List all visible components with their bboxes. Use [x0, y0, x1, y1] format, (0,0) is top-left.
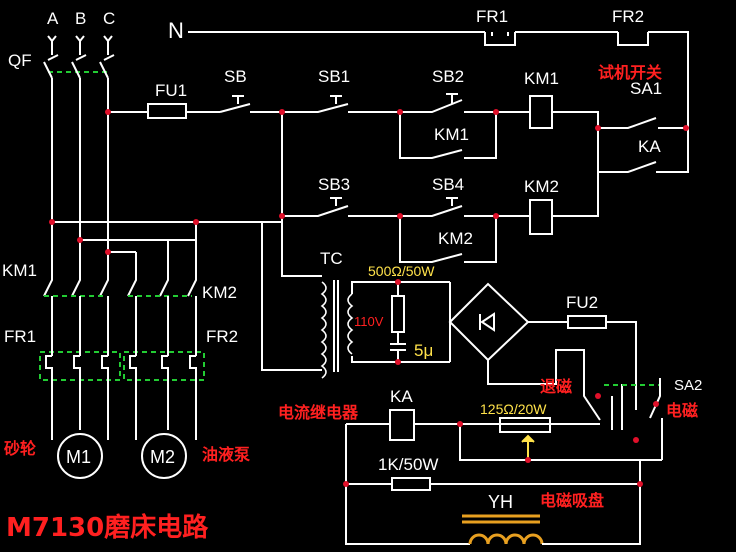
control-branch-km1: FU1 SB SB1 SB2 KM1 KM1 SA1 KA	[108, 67, 686, 173]
m1-label: M1	[66, 447, 91, 467]
snubber-resistor	[391, 295, 405, 333]
m2-label: M2	[150, 447, 175, 467]
junction-dots	[49, 109, 689, 487]
phase-a-label: A	[47, 9, 59, 28]
km1-coil-label: KM1	[524, 69, 559, 88]
sa2-label: SA2	[674, 377, 702, 394]
phase-b-label: B	[75, 9, 86, 28]
qf-label: QF	[8, 51, 32, 70]
three-phase-supply: A B C QF	[8, 9, 115, 258]
fr2-main-label: FR2	[206, 327, 238, 346]
magnetize-label: 电磁	[666, 401, 698, 420]
ka-top-label: KA	[638, 137, 661, 156]
m2-motor	[141, 433, 187, 479]
fr1-main-label: FR1	[4, 327, 36, 346]
sb1-label: SB1	[318, 67, 350, 86]
sb4-label: SB4	[432, 175, 464, 194]
demag-label: 退磁	[540, 377, 572, 396]
ka-coil-label: KA	[390, 387, 413, 406]
km2-coil-label: KM2	[524, 177, 559, 196]
sa1-label: SA1	[630, 79, 662, 98]
km2-coil	[529, 199, 553, 235]
motor-power-circuit: KM1 KM2 FR1 FR2 M1 M2 砂轮 油液泵	[2, 221, 282, 479]
fu1-fuse	[147, 103, 187, 119]
pump-label: 油液泵	[202, 445, 250, 464]
chuck-circuit: KA 电流继电器 125Ω/20W 1K/50W YH 电磁吸盘	[278, 387, 662, 545]
km1-main-label: KM1	[2, 261, 37, 280]
cap-label: 5μ	[414, 341, 433, 360]
fr2-nc-contact	[617, 32, 649, 46]
fr2-top-label: FR2	[612, 7, 644, 26]
ka-coil	[389, 409, 415, 441]
fr1-nc-contact	[484, 32, 516, 46]
page-title: M7130磨床电路	[6, 512, 209, 543]
volt-label: 110V	[354, 314, 384, 329]
fu2-fuse	[567, 315, 607, 329]
sb3-label: SB3	[318, 175, 350, 194]
sb-label: SB	[224, 67, 247, 86]
m1-motor	[57, 433, 103, 479]
rheostat-label: 125Ω/20W	[480, 401, 547, 417]
rectifier-circuit: TC 110V 500Ω/50W 5μ FU2 退磁 SA2 电磁	[261, 216, 702, 460]
phase-c-label: C	[103, 9, 115, 28]
km1-coil	[529, 95, 553, 129]
current-relay-label: 电流继电器	[278, 403, 359, 422]
yh-label: YH	[488, 492, 513, 512]
km2-aux-label: KM2	[438, 229, 473, 248]
resistor-bottom-label: 1K/50W	[378, 455, 438, 474]
control-branch-km2: SB3 SB4 KM2 KM2	[281, 112, 599, 263]
tc-primary	[320, 281, 327, 379]
fu1-label: FU1	[155, 81, 187, 100]
yh-coil	[468, 533, 544, 545]
resistor-1k	[391, 477, 431, 491]
fr2-heater-box	[123, 351, 205, 381]
grinder-label: 砂轮	[4, 439, 36, 458]
neutral-label: N	[168, 18, 184, 43]
fr1-top-label: FR1	[476, 7, 508, 26]
neutral-line: N FR1 FR2 试机开关	[168, 7, 689, 173]
tc-label: TC	[320, 249, 343, 268]
chuck-label: 电磁吸盘	[540, 491, 604, 510]
sb2-label: SB2	[432, 67, 464, 86]
bridge-rectifier	[448, 282, 530, 362]
test-switch-label: 试机开关	[598, 63, 662, 82]
rheostat	[499, 417, 551, 433]
tc-secondary	[347, 293, 354, 355]
km1-aux-label: KM1	[434, 125, 469, 144]
km2-main-label: KM2	[202, 283, 237, 302]
fu2-label: FU2	[566, 293, 598, 312]
resistor-top-label: 500Ω/50W	[368, 263, 435, 279]
